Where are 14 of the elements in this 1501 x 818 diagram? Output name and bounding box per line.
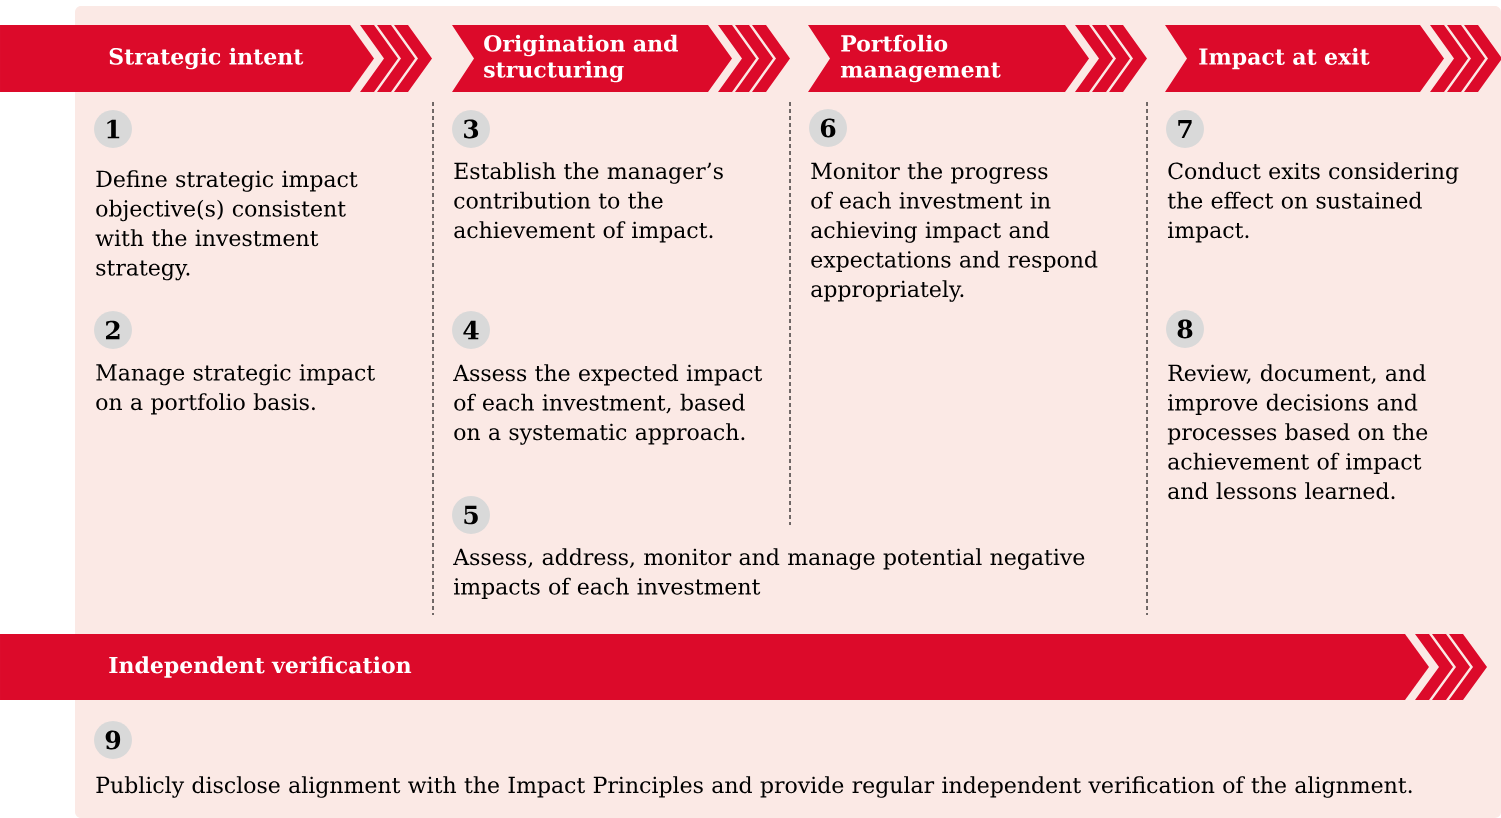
stage-banner: Portfolio management — [808, 25, 1147, 92]
stage-banner: Origination and structuring — [452, 25, 790, 92]
principle-text: Define strategic impact objective(s) consistent with the investment strategy. — [95, 170, 358, 281]
stage-banner: Impact at exit — [1165, 25, 1501, 92]
principle-text: Assess the expected impact of each investment, based on a systematic approach. — [453, 364, 763, 445]
principle-text: Conduct exits considering the effect on sustained impact. — [1167, 162, 1459, 243]
principle-text: Manage strategic impact on a portfolio basis. — [96, 364, 376, 415]
principle-text: Monitor the progress of each investment in achieving impact and expectations and respond appropriately. — [811, 162, 1098, 302]
principle-text: Review, document, and improve decisions and processes based on the achievement of impact and lessons learned. — [1167, 364, 1428, 500]
principle-text: Assess, address, monitor and manage potential negative impacts of each investment — [453, 548, 1085, 599]
principle-text: Publicly disclose alignment with the Impact Principles and provide regular independent verification of the alignment. — [96, 776, 1412, 798]
principle-text: Establish the manager’s contribution to the achievement of impact. — [454, 162, 723, 243]
stage-banner: Independent verification — [0, 634, 1487, 700]
stage-banner: Strategic intent — [0, 25, 432, 92]
